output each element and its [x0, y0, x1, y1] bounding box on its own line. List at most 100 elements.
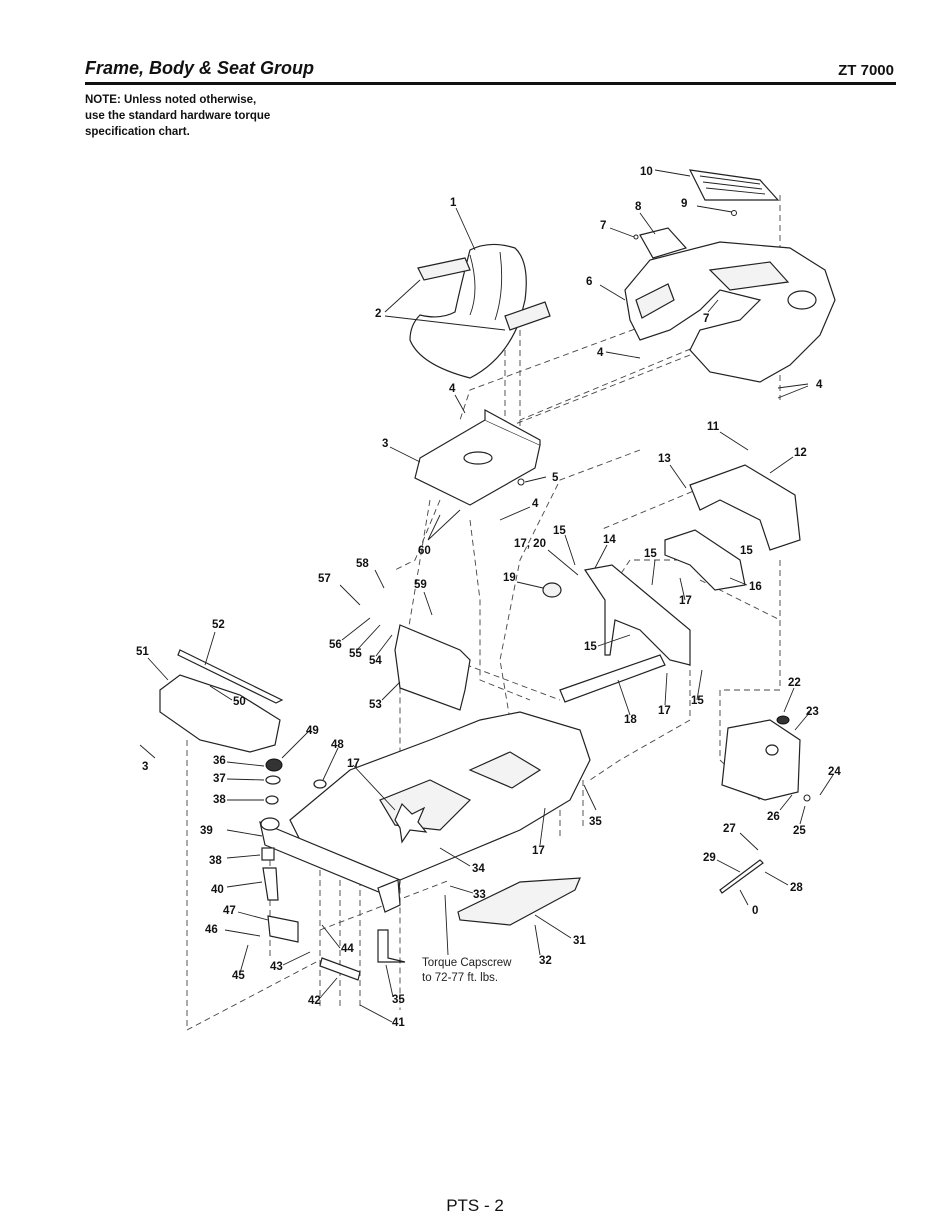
fuel-line-part: [719, 859, 764, 894]
screw-icon: [633, 234, 639, 240]
callout-8: 8: [635, 201, 642, 213]
callout-6: 6: [586, 276, 592, 288]
callout-58: 58: [356, 558, 369, 570]
main-frame-part: [259, 711, 591, 913]
callout-17-20: 17, 20: [514, 538, 546, 550]
callout-5: 5: [552, 472, 559, 484]
callout-33: 33: [473, 889, 486, 901]
callout-0: 0: [752, 905, 758, 917]
callout-23: 23: [806, 706, 819, 718]
callout-1: 1: [450, 197, 457, 209]
caster-spindle-part: [377, 929, 406, 963]
callout-labels: 10 8 9 7 1 6 7 2 4 4 4 11 3 13 12 5 4 15…: [136, 166, 841, 1029]
callout-28: 28: [790, 882, 803, 894]
seat-part: [409, 243, 551, 379]
callout-3: 3: [382, 438, 388, 450]
page-title: Frame, Body & Seat Group: [85, 58, 315, 78]
callout-36: 36: [213, 755, 226, 767]
callout-4: 4: [597, 347, 604, 359]
callout-35: 35: [392, 994, 405, 1006]
torque-spec-line-2: to 72-77 ft. lbs.: [422, 972, 498, 984]
callout-43: 43: [270, 961, 283, 973]
callout-4: 4: [532, 498, 539, 510]
callout-15: 15: [553, 525, 566, 537]
callout-35: 35: [589, 816, 602, 828]
clamp-icon: [803, 794, 811, 802]
callout-24: 24: [828, 766, 841, 778]
callout-4: 4: [816, 379, 823, 391]
pivot-bracket-part: [583, 564, 691, 666]
side-panel-part: [394, 624, 471, 711]
callout-37: 37: [213, 773, 226, 785]
callout-42: 42: [308, 995, 321, 1007]
caster-stack-part: [260, 758, 327, 901]
callout-7: 7: [703, 313, 709, 325]
note-line-3: specification chart.: [85, 126, 190, 138]
leader-lines: [139, 169, 834, 1023]
page-header: Frame, Body & Seat Group ZT 7000: [85, 56, 896, 85]
floor-pad-part: [457, 877, 581, 926]
callout-17: 17: [347, 758, 360, 770]
callout-51: 51: [136, 646, 149, 658]
rear-bracket-part: [689, 464, 801, 551]
callout-32: 32: [539, 955, 552, 967]
callout-17: 17: [679, 595, 692, 607]
callout-15: 15: [740, 545, 753, 557]
note-line-2: use the standard hardware torque: [85, 110, 271, 122]
callout-53: 53: [369, 699, 382, 711]
hinge-part: [319, 957, 361, 981]
callout-39: 39: [200, 825, 213, 837]
callout-19: 19: [503, 572, 516, 584]
mount-bracket-part: [267, 915, 299, 943]
callout-55: 55: [349, 648, 362, 660]
hood-strip-part: [177, 649, 284, 704]
callout-26: 26: [767, 811, 780, 823]
callout-46: 46: [205, 924, 218, 936]
seat-plate-part: [414, 408, 541, 506]
callout-3: 3: [142, 761, 148, 773]
callout-9: 9: [681, 198, 687, 210]
callout-60: 60: [418, 545, 431, 557]
knob-part: [542, 582, 562, 598]
callout-17: 17: [532, 845, 545, 857]
callout-38: 38: [213, 794, 226, 806]
callout-41: 41: [392, 1017, 405, 1029]
bracket-plate-part: [639, 227, 688, 259]
torque-note-block: NOTE: Unless noted otherwise, use the st…: [85, 92, 270, 140]
callout-29: 29: [703, 852, 716, 864]
callout-57: 57: [318, 573, 331, 585]
callout-12: 12: [794, 447, 807, 459]
callout-10: 10: [640, 166, 653, 178]
callout-22: 22: [788, 677, 801, 689]
body-shroud-part: [624, 241, 836, 383]
callout-44: 44: [341, 943, 354, 955]
callout-31: 31: [573, 935, 586, 947]
callout-2: 2: [375, 308, 381, 320]
callout-11: 11: [707, 421, 720, 433]
support-bracket-part: [664, 529, 746, 591]
callout-34: 34: [472, 863, 485, 875]
callout-49: 49: [306, 725, 319, 737]
callout-52: 52: [212, 619, 225, 631]
callout-50: 50: [233, 696, 246, 708]
callout-38: 38: [209, 855, 222, 867]
callout-16: 16: [749, 581, 762, 593]
callout-47: 47: [223, 905, 236, 917]
callout-15: 15: [584, 641, 597, 653]
callout-7: 7: [600, 220, 606, 232]
page-number: PTS - 2: [446, 1196, 504, 1215]
callout-59: 59: [414, 579, 427, 591]
strap-bar-part: [559, 654, 666, 703]
callout-48: 48: [331, 739, 344, 751]
screw-icon: [731, 210, 737, 216]
grille-plate-part: [688, 169, 780, 201]
callout-27: 27: [723, 823, 736, 835]
note-line-1: NOTE: Unless noted otherwise,: [85, 94, 257, 106]
callout-14: 14: [603, 534, 616, 546]
fender-cover-part: [159, 674, 281, 753]
fuel-tank-part: [721, 715, 801, 801]
callout-25: 25: [793, 825, 806, 837]
callout-54: 54: [369, 655, 382, 667]
torque-spec-line-1: Torque Capscrew: [422, 957, 512, 969]
